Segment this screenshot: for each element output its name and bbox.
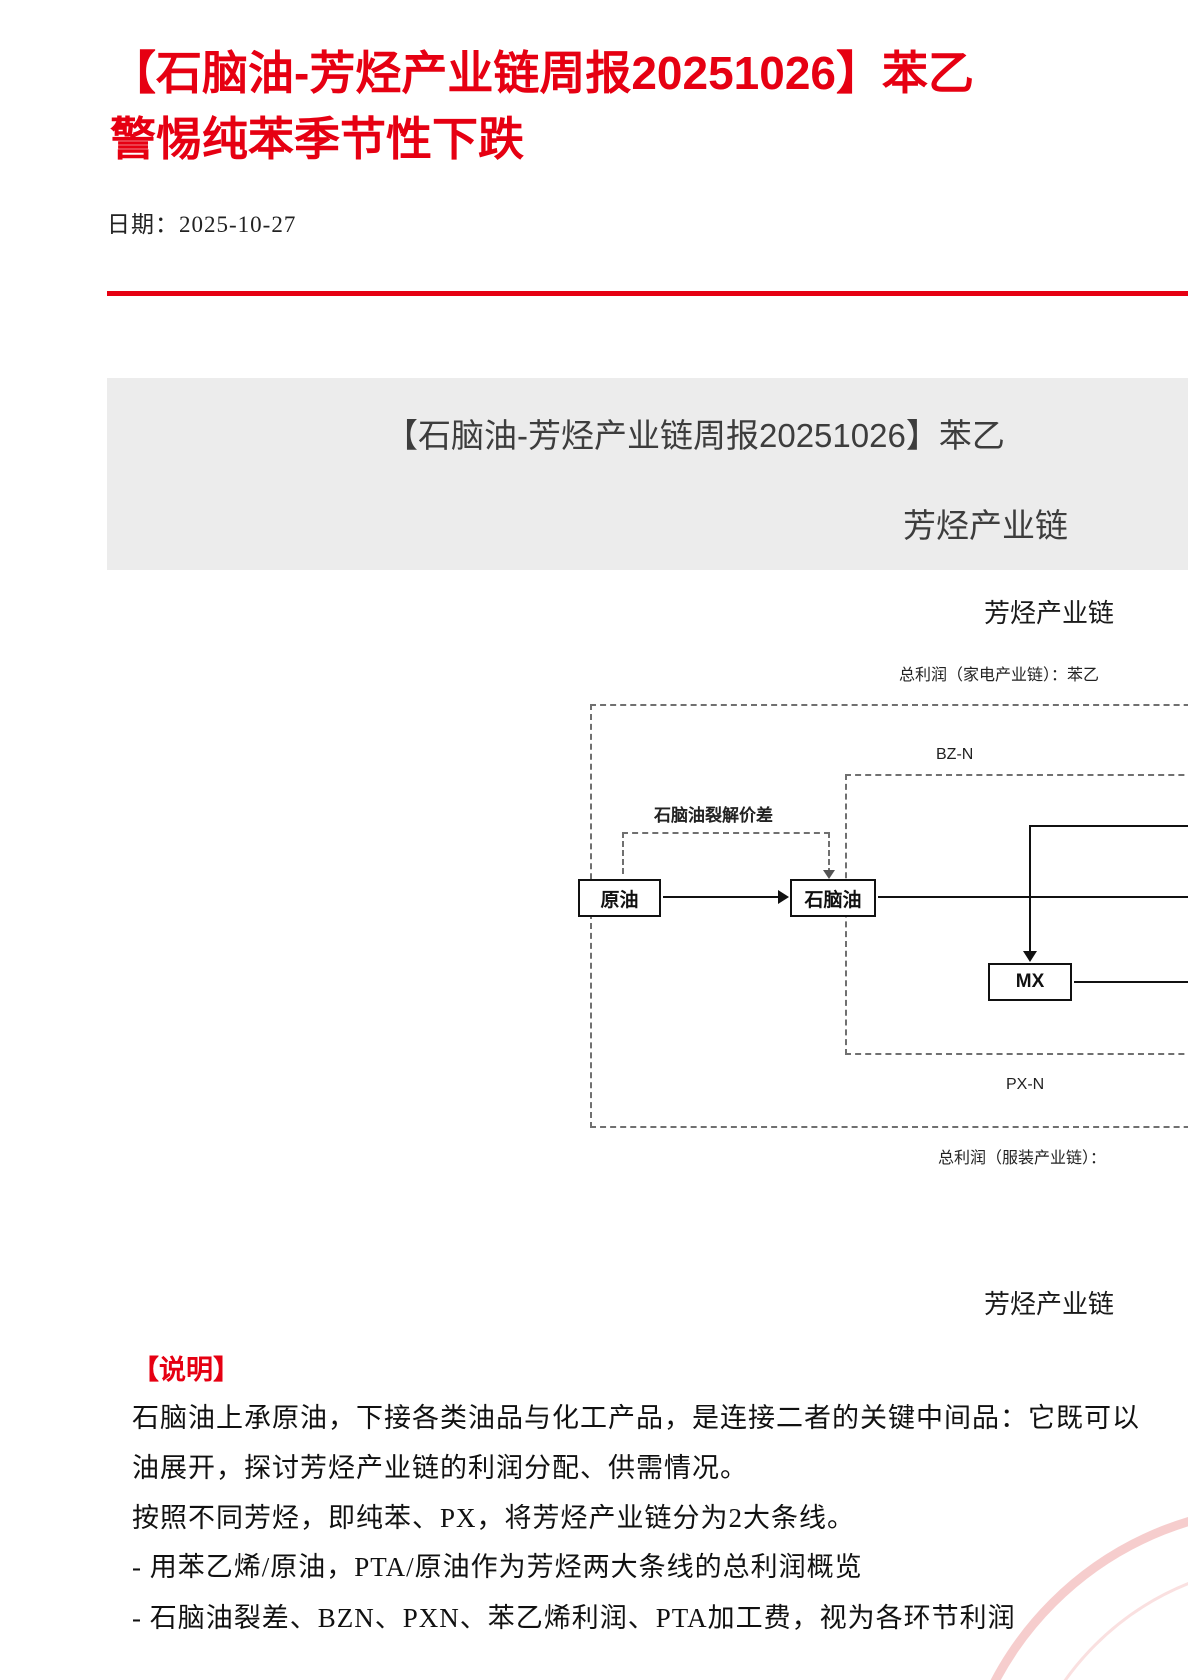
diagram-arrow-crude-to-naphtha <box>663 896 779 898</box>
diagram-cracking-spread-arrowhead <box>823 870 835 879</box>
body-paragraph-line: - 用苯乙烯/原油，PTA/原油作为芳烃两大条线的总利润概览 <box>132 1552 863 1582</box>
diagram-total-profit-appliance-label: 总利润（家电产业链）：苯乙 <box>899 667 1100 684</box>
red-divider <box>107 291 1188 296</box>
body-paragraph-line: - 石脑油裂差、BZN、PXN、苯乙烯利润、PTA加工费，视为各环节利润 <box>132 1603 1016 1633</box>
report-header-band <box>107 378 1188 570</box>
diagram-naphtha-cracking-spread-label: 石脑油裂解价差 <box>654 806 773 825</box>
report-header-subtitle: 芳烃产业链 <box>903 507 1068 544</box>
note-heading: 【说明】 <box>132 1355 240 1385</box>
diagram-branch-line-vertical <box>1029 825 1031 955</box>
body-paragraph-line: 油展开，探讨芳烃产业链的利润分配、供需情况。 <box>132 1453 748 1483</box>
diagram-inner-dashed-region <box>845 774 1188 1055</box>
diagram-cracking-spread-bracket <box>622 832 830 874</box>
diagram-arrowhead-to-naphtha <box>778 890 789 904</box>
diagram-node-mx: MX <box>988 963 1072 1001</box>
diagram-node-crude-oil: 原油 <box>578 879 661 917</box>
section-heading-aromatics-chain-2: 芳烃产业链 <box>984 1289 1115 1319</box>
diagram-branch-line-horizontal <box>1030 825 1188 827</box>
diagram-line-mx-right <box>1074 981 1188 983</box>
diagram-total-profit-apparel-label: 总利润（服装产业链）： <box>938 1150 1107 1167</box>
article-title-line-1: 【石脑油-芳烃产业链周报20251026】苯乙 <box>110 47 974 99</box>
article-title: 【石脑油-芳烃产业链周报20251026】苯乙 警惕纯苯季节性下跌 <box>110 40 974 172</box>
report-header-title: 【石脑油-芳烃产业链周报20251026】苯乙 <box>385 417 1005 454</box>
diagram-arrowhead-to-mx <box>1023 951 1037 962</box>
diagram-line-naphtha-right <box>878 896 1188 898</box>
article-date: 日期：2025-10-27 <box>107 212 297 237</box>
section-heading-aromatics-chain: 芳烃产业链 <box>984 598 1115 628</box>
diagram-node-naphtha: 石脑油 <box>790 879 876 917</box>
diagram-bz-n-label: BZ-N <box>936 746 974 763</box>
body-paragraph-line: 石脑油上承原油，下接各类油品与化工产品，是连接二者的关键中间品：它既可以 <box>132 1403 1140 1433</box>
diagram-px-n-label: PX-N <box>1006 1076 1045 1093</box>
body-paragraph-line: 按照不同芳烃，即纯苯、PX，将芳烃产业链分为2大条线。 <box>132 1503 856 1533</box>
article-title-line-2: 警惕纯苯季节性下跌 <box>110 113 524 165</box>
